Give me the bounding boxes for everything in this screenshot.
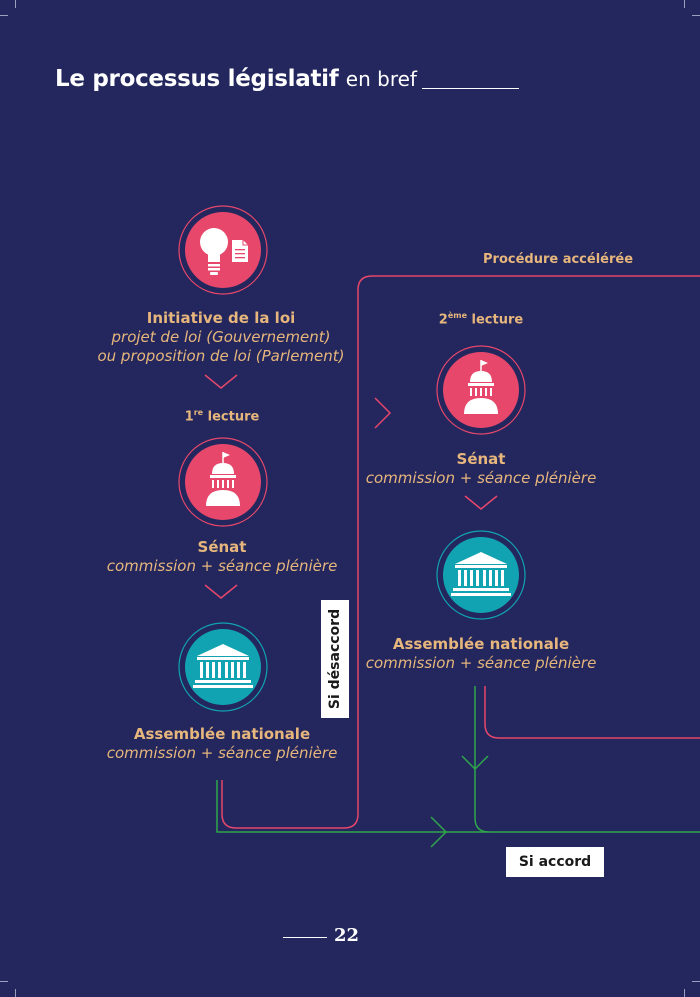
procedure-label: Procédure accélérée (483, 252, 634, 267)
page-title-bold: Le processus législatif (55, 66, 339, 92)
first-reading-label: 1re lecture (185, 408, 260, 424)
title-rule (422, 88, 519, 89)
senate-dome-icon (206, 452, 240, 506)
accord-arrow (430, 816, 448, 848)
crop-mark (15, 0, 16, 8)
accord-arrow-2 (461, 755, 489, 771)
an-2-circle (436, 530, 526, 620)
desaccord-line (221, 275, 700, 829)
initiative-circle (178, 205, 268, 295)
page-number-rule (283, 937, 327, 938)
crop-mark (0, 15, 8, 16)
accord-badge: Si accord (506, 847, 604, 877)
second-reading-number: 2 (438, 312, 448, 328)
an-1-subtitle: commission + séance plénière (106, 744, 338, 762)
accord-line-2 (474, 686, 490, 833)
desaccord-badge: Si désaccord (321, 600, 349, 718)
document-icon (232, 240, 248, 262)
senat-2-subtitle: commission + séance plénière (365, 469, 597, 487)
first-reading-text: lecture (207, 409, 260, 425)
senat-1-circle (178, 437, 268, 527)
step-chevron (204, 584, 238, 599)
senat-1-title: Sénat (197, 538, 247, 556)
first-reading-number: 1 (184, 409, 194, 425)
an-2-subtitle: commission + séance plénière (365, 654, 597, 672)
navette-line (484, 686, 700, 739)
second-reading-suffix: ème (447, 311, 468, 320)
crop-mark (0, 981, 8, 982)
desaccord-arrow (374, 397, 392, 429)
desaccord-badge-text: Si désaccord (327, 608, 343, 710)
step-chevron (204, 374, 238, 389)
crop-mark (15, 989, 16, 997)
initiative-title: Initiative de la loi (146, 309, 296, 327)
accord-line (216, 780, 700, 833)
initiative-line-2: ou proposition de loi (Parlement) (97, 347, 345, 365)
senat-2-circle (436, 345, 526, 435)
second-reading-text: lecture (471, 312, 524, 328)
initiative-line-1: projet de loi (Gouvernement) (111, 328, 331, 346)
an-1-title: Assemblée nationale (133, 725, 311, 743)
first-reading-suffix: re (193, 408, 204, 417)
crop-mark (684, 0, 685, 8)
lightbulb-icon (200, 228, 228, 275)
page-title-light: en bref (345, 67, 417, 91)
page-number: 22 (334, 925, 360, 946)
second-reading-label: 2ème lecture (439, 311, 523, 327)
senat-2-title: Sénat (456, 450, 506, 468)
step-chevron (464, 495, 498, 510)
an-2-title: Assemblée nationale (392, 635, 570, 653)
crop-mark (684, 989, 685, 997)
parliament-building-icon (193, 644, 253, 688)
page-title: Le processus législatif en bref (55, 66, 417, 92)
senat-1-subtitle: commission + séance plénière (106, 557, 338, 575)
crop-mark (692, 981, 700, 982)
crop-mark (692, 15, 700, 16)
senate-dome-icon (464, 360, 498, 414)
an-1-circle (178, 622, 268, 712)
parliament-building-icon (451, 552, 511, 596)
